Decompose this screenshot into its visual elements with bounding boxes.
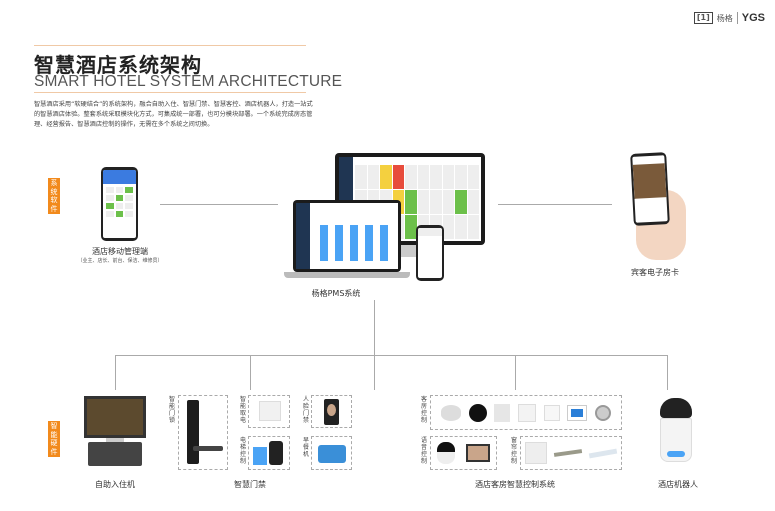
logo: [1] 杨格 YGS xyxy=(693,12,765,24)
connector xyxy=(374,355,375,390)
breakfast-label: 早餐机 xyxy=(303,437,310,458)
mobile-admin-sublabel: （业主、店长、前台、保洁、维修员） xyxy=(77,258,163,264)
pms-label: 杨格PMS系统 xyxy=(311,289,361,298)
connector xyxy=(667,355,668,390)
voice-control-box xyxy=(430,436,497,470)
mobile-admin-phone-image xyxy=(101,167,138,241)
face-box xyxy=(311,395,352,428)
smart-lock-box xyxy=(178,395,228,470)
title-rule-bottom xyxy=(34,92,306,93)
room-control-system-label: 酒店客房智慧控制系统 xyxy=(475,480,555,489)
connector xyxy=(115,355,668,356)
face-label: 人脸门禁 xyxy=(303,396,310,424)
tag-software: 系统软件 xyxy=(48,178,60,214)
logo-brand: YGS xyxy=(741,12,765,24)
elevator-label: 电梯控制 xyxy=(240,437,247,465)
curtain-control-box xyxy=(520,436,622,470)
description: 智慧酒店采用“软硬结合”的系统架构，融合自助入住、智慧门禁、智慧客控、酒店机器人… xyxy=(34,101,313,128)
smart-lock-label: 智能门锁 xyxy=(169,396,176,424)
tag-hardware: 智能硬件 xyxy=(48,421,60,457)
connector xyxy=(374,300,375,355)
logo-mark: [1] xyxy=(693,12,713,24)
kiosk-label: 自助入住机 xyxy=(95,480,135,489)
page-subtitle: SMART HOTEL SYSTEM ARCHITECTURE xyxy=(34,73,343,90)
logo-divider xyxy=(736,12,738,24)
connector xyxy=(250,355,251,390)
pms-phone-image xyxy=(416,225,444,281)
robot-label: 酒店机器人 xyxy=(658,480,698,489)
laptop-base xyxy=(284,272,410,278)
elevator-box xyxy=(248,436,290,470)
mobile-admin-label: 酒店移动管理端 xyxy=(92,247,148,256)
monitor-stand xyxy=(400,245,420,257)
pms-laptop-image xyxy=(293,200,401,272)
access-label: 智慧门禁 xyxy=(234,480,266,489)
connector xyxy=(498,204,612,205)
curtain-control-label: 窗帘控制 xyxy=(511,437,518,465)
power-box xyxy=(248,395,290,428)
title-rule-top xyxy=(34,45,306,46)
kiosk-neck xyxy=(106,438,124,442)
connector xyxy=(115,355,116,390)
room-control-box xyxy=(430,395,622,430)
connector xyxy=(515,355,516,390)
robot-image xyxy=(660,398,692,468)
kiosk-image xyxy=(84,396,146,438)
kiosk-body xyxy=(88,442,142,466)
page-title: 智慧酒店系统架构 xyxy=(34,53,202,77)
power-label: 智能取电 xyxy=(240,396,247,424)
logo-name: 杨格 xyxy=(716,13,733,23)
voice-control-label: 语音控制 xyxy=(421,437,428,465)
room-control-label: 客房控制 xyxy=(421,396,428,424)
connector xyxy=(160,204,278,205)
guest-key-phone-image xyxy=(630,152,670,226)
guest-key-label: 宾客电子房卡 xyxy=(631,268,679,277)
breakfast-box xyxy=(311,436,352,470)
